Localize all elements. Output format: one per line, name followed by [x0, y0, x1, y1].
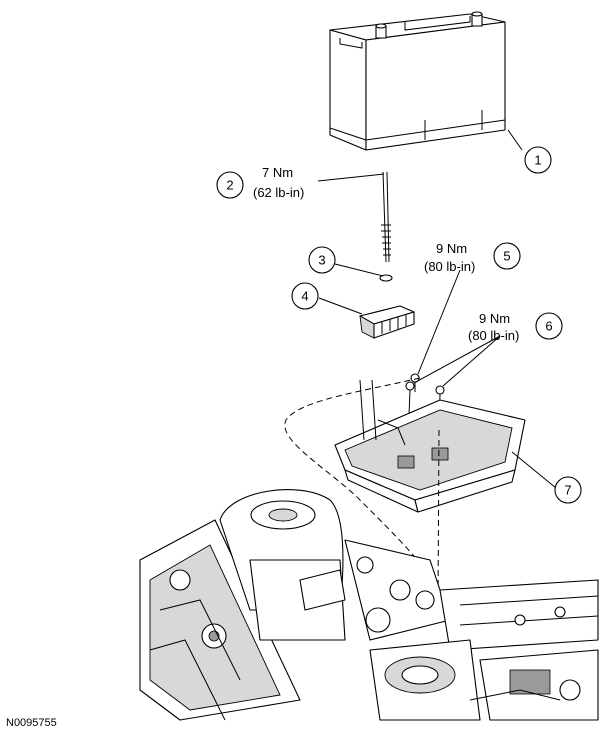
hold-down-bolt	[381, 171, 391, 263]
torque-value-5: 9 Nm	[436, 241, 467, 256]
callout-2: 2 7 Nm (62 lb-in)	[216, 165, 304, 200]
battery	[329, 11, 506, 151]
battery-tray	[334, 379, 526, 513]
leader-6b	[442, 335, 501, 387]
torque-value-2-imperial: (62 lb-in)	[253, 185, 304, 200]
callout-3: 3	[308, 246, 336, 274]
leader-1	[507, 129, 523, 151]
bolt-drop-dashed-line	[437, 429, 440, 601]
figure-id: N0095755	[6, 717, 57, 729]
leader-2	[317, 173, 385, 182]
washer	[379, 274, 393, 282]
callout-6: 6 9 Nm (80 lb-in)	[468, 311, 563, 343]
alignment-dashed-line	[284, 377, 441, 591]
svg-text:3: 3	[318, 253, 325, 268]
callout-1: 1	[524, 146, 552, 174]
svg-text:1: 1	[534, 153, 541, 168]
torque-value-6-imperial: (80 lb-in)	[468, 328, 519, 343]
callout-4: 4	[291, 282, 319, 310]
svg-text:6: 6	[545, 319, 552, 334]
svg-text:2: 2	[226, 178, 233, 193]
callout-5: 5 9 Nm (80 lb-in)	[424, 241, 521, 274]
engine-compartment	[139, 489, 599, 721]
torque-value-2: 7 Nm	[262, 165, 293, 180]
leader-7	[511, 451, 557, 489]
svg-text:7: 7	[564, 483, 571, 498]
leader-4	[318, 297, 363, 315]
svg-text:4: 4	[301, 289, 308, 304]
svg-text:5: 5	[503, 249, 510, 264]
torque-value-6: 9 Nm	[479, 311, 510, 326]
torque-value-5-imperial: (80 lb-in)	[424, 259, 475, 274]
hold-down-clamp	[359, 305, 415, 339]
leader-3	[334, 263, 384, 277]
callout-7: 7	[554, 476, 582, 504]
leader-5	[417, 269, 461, 375]
leader-6a	[413, 335, 501, 384]
